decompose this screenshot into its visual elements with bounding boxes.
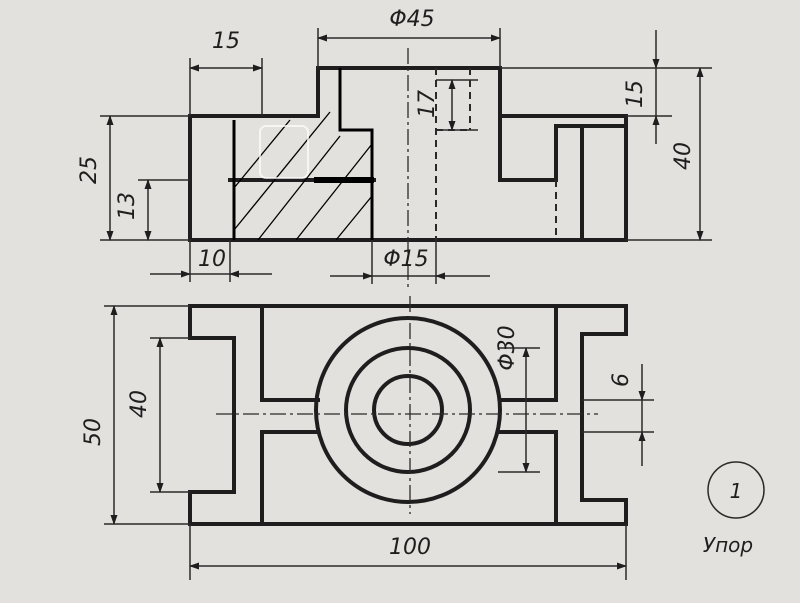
- plan-rib-upper: [260, 304, 558, 402]
- front-view-outline: [188, 66, 628, 242]
- dim-diameter-30: Φ30: [495, 325, 520, 370]
- boss-outer-circle: [314, 316, 502, 504]
- right-rib-lines: [498, 114, 628, 242]
- hole-circle: [372, 374, 444, 446]
- sheet-number-circle: [707, 461, 765, 519]
- plan-extension-lines: [104, 305, 654, 580]
- front-view: 15 Φ45 15 17 25 13 40 10 Φ15: [77, 7, 712, 290]
- title-block: 1 Упор: [703, 461, 765, 557]
- hidden-lines: [435, 68, 557, 240]
- dim-height-15: 15: [623, 80, 648, 108]
- dim-depth-17: 17: [415, 90, 440, 118]
- plan-view-outline: [188, 304, 628, 526]
- sheet-number: 1: [730, 479, 743, 503]
- dim-height-25: 25: [77, 156, 102, 184]
- dim-height-13: 13: [115, 192, 140, 220]
- dim-length-100: 100: [389, 535, 431, 560]
- plan-view: 50 40 Φ30 6 100: [81, 296, 654, 580]
- dim-height-40-plan: 40: [127, 390, 152, 418]
- plan-dimension-lines: [110, 305, 646, 570]
- part-name: Упор: [703, 533, 753, 557]
- dim-diameter-45: Φ45: [389, 7, 434, 32]
- section-hatch: [232, 68, 374, 241]
- dim-diameter-15: Φ15: [383, 247, 428, 272]
- dim-width-6: 6: [609, 373, 634, 387]
- dim-height-50: 50: [81, 418, 106, 446]
- boss-middle-circle: [344, 346, 472, 474]
- dim-height-40: 40: [671, 142, 696, 170]
- plan-rib-lower: [260, 430, 558, 526]
- front-dimension-lines: [106, 30, 704, 280]
- dim-width-15: 15: [212, 29, 240, 54]
- dim-offset-10: 10: [198, 247, 226, 272]
